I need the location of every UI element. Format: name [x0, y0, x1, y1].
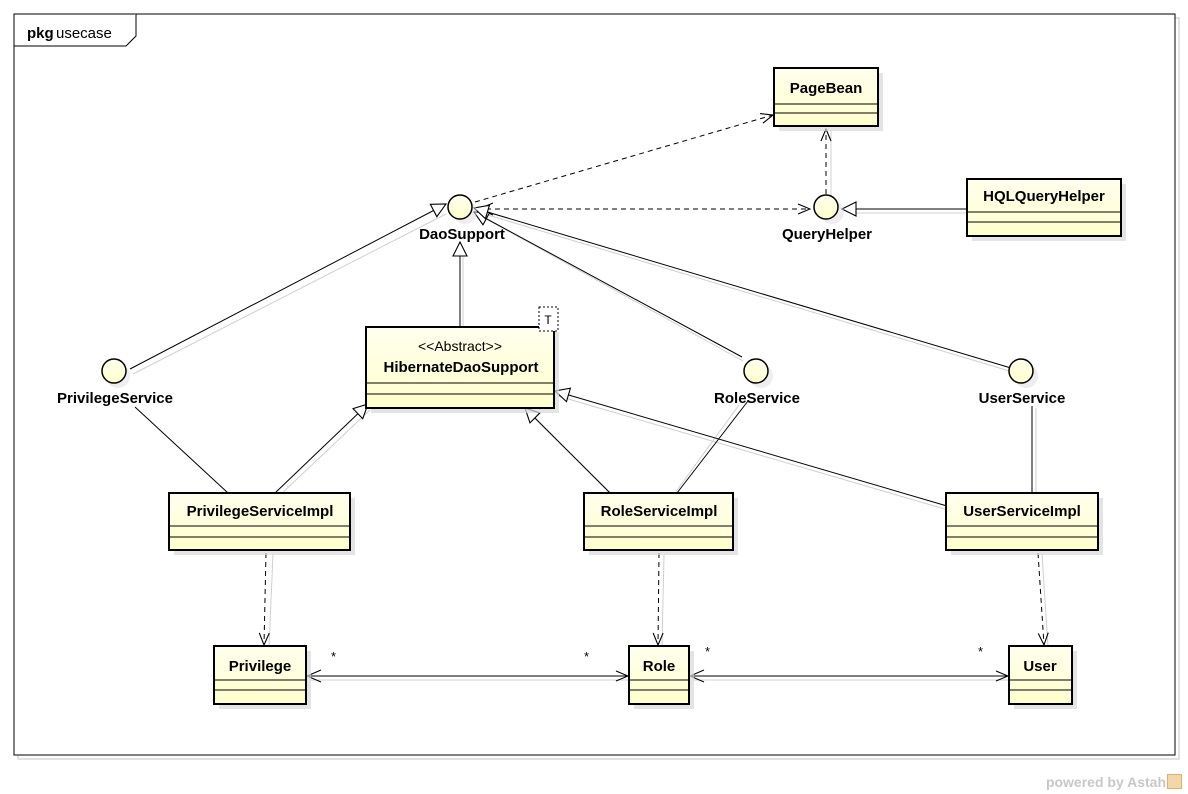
interface-daosupport-icon — [447, 194, 473, 220]
dependency-privilegeimpl-privilege — [264, 552, 266, 645]
interface-roleservice-icon — [743, 358, 769, 384]
class-role[interactable]: Role — [628, 645, 694, 709]
template-parameter-label: T — [544, 313, 552, 327]
class-role-name: Role — [643, 658, 676, 675]
generalization-roleimpl-hibernate — [525, 408, 611, 494]
multiplicity-user-end: * — [978, 644, 983, 659]
realization-privilegeimpl-privilegeservice — [134, 406, 229, 494]
realization-roleimpl-roleservice — [676, 400, 749, 494]
package-name: usecase — [56, 25, 112, 42]
generalization-userimpl-hibernate — [555, 391, 948, 507]
class-roleserviceimpl-name: RoleServiceImpl — [601, 503, 718, 520]
class-pagebean[interactable]: PageBean — [773, 67, 883, 131]
class-privilege-name: Privilege — [229, 658, 292, 675]
multiplicity-privilege-end: * — [331, 649, 336, 664]
class-userserviceimpl[interactable]: UserServiceImpl — [945, 492, 1103, 555]
class-hibernatedaosupport-name: HibernateDaoSupport — [383, 359, 538, 376]
footer-text: powered by Astah — [1045, 774, 1166, 790]
class-user[interactable]: User — [1008, 645, 1077, 709]
class-roleserviceimpl[interactable]: RoleServiceImpl — [583, 492, 738, 555]
dependency-daosupport-pagebean — [474, 115, 773, 203]
class-privilegeserviceimpl-name: PrivilegeServiceImpl — [187, 503, 334, 520]
generalization-roleservice-daosupport — [474, 212, 743, 358]
interface-roleservice[interactable]: RoleService — [714, 358, 800, 407]
interface-roleservice-label: RoleService — [714, 390, 800, 407]
class-user-name: User — [1023, 658, 1057, 675]
class-hqlqueryhelper-name: HQLQueryHelper — [983, 188, 1105, 205]
interface-daosupport[interactable]: DaoSupport — [419, 194, 505, 243]
interface-queryhelper-icon — [813, 194, 839, 220]
package-frame: pkg usecase — [13, 13, 1180, 760]
package-keyword: pkg — [27, 25, 54, 42]
interface-queryhelper[interactable]: QueryHelper — [782, 194, 872, 243]
interface-daosupport-label: DaoSupport — [419, 226, 505, 243]
class-hqlqueryhelper[interactable]: HQLQueryHelper — [966, 178, 1126, 241]
class-hibernatedaosupport[interactable]: <<Abstract>> HibernateDaoSupport T — [365, 306, 559, 413]
class-userserviceimpl-name: UserServiceImpl — [963, 503, 1081, 520]
class-privilege[interactable]: Privilege — [213, 645, 311, 709]
class-privilegeserviceimpl[interactable]: PrivilegeServiceImpl — [168, 492, 355, 555]
multiplicity-role-end-right: * — [705, 644, 710, 659]
interface-queryhelper-label: QueryHelper — [782, 226, 872, 243]
interface-userservice[interactable]: UserService — [979, 358, 1066, 407]
interface-userservice-icon — [1008, 358, 1034, 384]
interface-privilegeservice-icon — [101, 358, 127, 384]
class-hibernatedaosupport-stereotype: <<Abstract>> — [418, 338, 502, 354]
template-parameter-box — [538, 306, 559, 332]
interface-userservice-label: UserService — [979, 390, 1066, 407]
interface-privilegeservice[interactable]: PrivilegeService — [57, 358, 173, 407]
interface-privilegeservice-label: PrivilegeService — [57, 390, 173, 407]
dependency-roleimpl-role — [658, 552, 659, 645]
footer-credit: powered by Astah — [1046, 774, 1182, 790]
multiplicity-role-end-left: * — [584, 649, 589, 664]
astah-logo-icon — [1167, 774, 1182, 789]
generalization-userservice-daosupport — [474, 208, 1012, 369]
generalization-privilegeservice-daosupport — [129, 204, 446, 370]
relationships: * * * * — [129, 115, 1048, 683]
dependency-userimpl-user — [1037, 552, 1044, 645]
generalization-privilegeimpl-hibernate — [274, 404, 368, 494]
class-pagebean-name: PageBean — [790, 80, 863, 97]
